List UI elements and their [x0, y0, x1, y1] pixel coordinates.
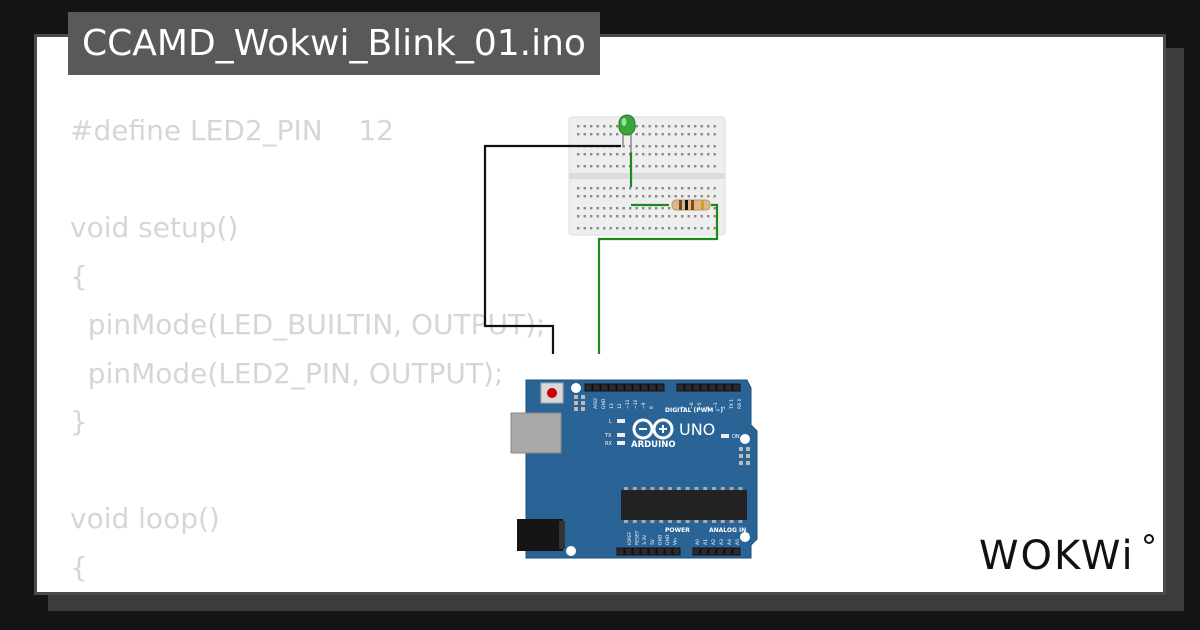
on-label: ON — [732, 434, 740, 440]
pin-label: RX 0 — [737, 398, 743, 409]
icsp-header — [574, 395, 750, 465]
led-tx-label: TX — [604, 433, 612, 439]
power-label: POWER — [665, 527, 690, 534]
pin-label: TX 1 — [729, 399, 735, 410]
code-line: digitalWrite(LED_BUILTIN, HIGH); — [70, 592, 545, 595]
pin-label: 3.3V — [642, 534, 648, 545]
code-line: #define LED2_PIN 12 — [70, 114, 394, 147]
pin-label: 5V — [650, 538, 656, 545]
resistor-component — [671, 199, 711, 211]
pin-label: A2 — [711, 539, 717, 545]
pin-label: A4 — [727, 539, 733, 545]
digital-label: DIGITAL (PWM ~) — [665, 407, 723, 414]
digital-pin-header — [584, 383, 741, 392]
pin-label: AREF — [593, 397, 599, 409]
wokwi-logo: WOKWi — [979, 533, 1154, 579]
gnd-wire — [483, 144, 621, 354]
power-analog-header — [616, 547, 741, 556]
project-title: CCAMD_Wokwi_Blink_01.ino — [68, 12, 600, 75]
pin12-wire — [597, 203, 719, 354]
code-line: pinMode(LED_BUILTIN, OUTPUT); — [70, 308, 546, 341]
code-line: pinMode(LED2_PIN, OUTPUT); — [70, 356, 504, 390]
pin-label: GND — [665, 534, 671, 545]
led-l-label: L — [609, 419, 612, 425]
led-rx-label: RX — [605, 441, 612, 447]
pin-label: ~5 — [697, 402, 703, 409]
circuit-diagram: UNO ARDUINO DIGITAL (PWM ~) POWER ANALOG… — [483, 114, 758, 559]
code-line: void loop() — [70, 502, 220, 535]
wires — [483, 144, 719, 354]
pin-label: 7 — [681, 406, 687, 409]
pin-label: 12 — [617, 403, 623, 409]
pin-label: ~11 — [625, 399, 631, 409]
svg-text:WOKWi: WOKWi — [979, 533, 1135, 579]
breadboard — [568, 116, 726, 236]
pin-label: 8 — [649, 406, 655, 409]
pin-label: ~6 — [689, 402, 695, 409]
led-component — [618, 114, 636, 153]
code-preview: #define LED2_PIN 12 void setup() { pinMod… — [70, 107, 546, 595]
pin-label: 13 — [609, 403, 615, 409]
arduino-infinity-logo — [632, 418, 674, 440]
pin-label: A3 — [719, 539, 725, 545]
pin-label: 4 — [705, 406, 711, 409]
project-card[interactable]: #define LED2_PIN 12 void setup() { pinMod… — [34, 34, 1166, 595]
code-line: } — [70, 405, 88, 438]
pin-label: A5 — [735, 539, 741, 545]
pin-label: ~9 — [641, 402, 647, 409]
board-brand: ARDUINO — [631, 440, 676, 450]
chip-pins — [624, 487, 743, 523]
pin-label: RESET — [635, 530, 641, 545]
pin-label: Vin — [673, 538, 679, 545]
analog-label: ANALOG IN — [709, 527, 746, 534]
pin-label: ~10 — [633, 399, 639, 409]
pin-label: GND — [601, 398, 607, 409]
pin-label: GND — [657, 534, 663, 545]
code-line: { — [70, 550, 88, 584]
pin-label: IOREF — [627, 531, 633, 545]
code-line: void setup() — [70, 211, 239, 244]
pin-label: A1 — [703, 539, 709, 545]
code-line: { — [70, 259, 88, 293]
pin-label: ~3 — [713, 402, 719, 409]
pin-label: A0 — [695, 539, 701, 545]
board-model: UNO — [679, 420, 715, 439]
pin-label: 2 — [721, 406, 727, 409]
arduino-uno-board: UNO ARDUINO DIGITAL (PWM ~) POWER ANALOG… — [510, 379, 758, 559]
